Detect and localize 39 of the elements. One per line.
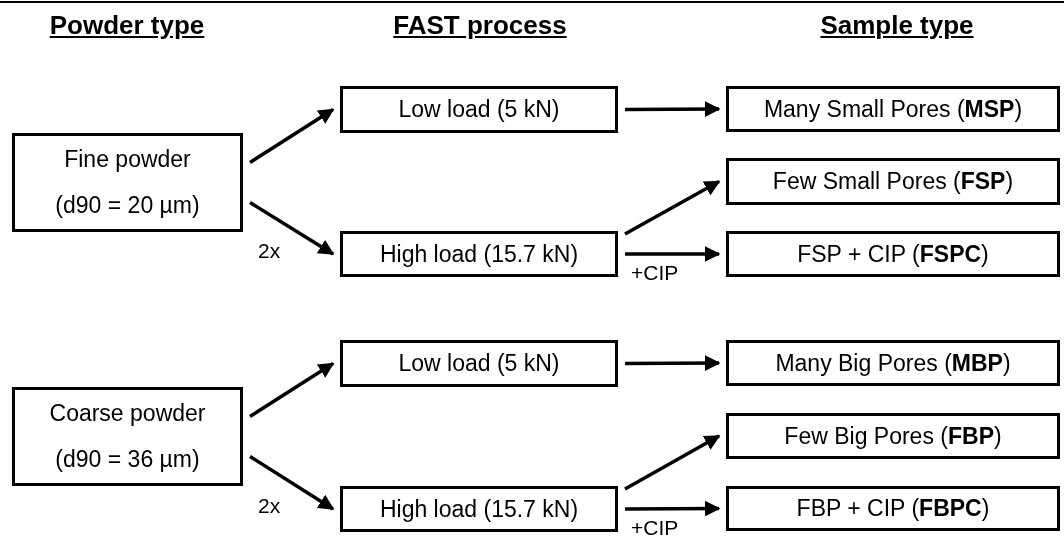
arrow <box>625 355 721 371</box>
process-box <box>340 340 618 387</box>
process-box <box>726 486 1060 531</box>
arrow <box>625 500 721 517</box>
node-text: Coarse powder <box>49 399 206 427</box>
powder-box <box>12 133 243 232</box>
arrow <box>249 201 335 256</box>
arrow <box>625 246 721 262</box>
node-text: Many Small Pores (MSP) <box>763 95 1023 123</box>
node-text: Many Big Pores (MBP) <box>775 349 1011 377</box>
process-box <box>726 413 1060 459</box>
arrow <box>624 434 721 491</box>
process-box <box>340 231 618 277</box>
node-text: High load (15.7 kN) <box>379 240 579 268</box>
node-text: Low load (5 kN) <box>398 96 560 123</box>
node-text: Few Small Pores (FSP) <box>772 168 1014 195</box>
node-text: Fine powder <box>64 145 191 173</box>
arrow <box>624 179 721 236</box>
node-text: (d90 = 20 µm) <box>55 192 200 220</box>
node-text: Few Big Pores (FBP) <box>784 422 1002 450</box>
column-heading: Powder type <box>49 10 205 41</box>
node-text: FSP + CIP (FSPC) <box>797 240 989 268</box>
arrow <box>249 108 335 164</box>
process-box <box>726 231 1060 277</box>
column-heading: FAST process <box>393 10 567 41</box>
powder-box <box>12 387 243 486</box>
node-text: (d90 = 36 µm) <box>55 446 200 474</box>
arrow <box>625 101 721 117</box>
node-text: High load (15.7 kN) <box>379 495 579 523</box>
node-text: FBP + CIP (FBPC) <box>796 495 990 522</box>
process-box <box>340 486 618 532</box>
process-box <box>726 86 1060 132</box>
node-text: Low load (5 kN) <box>398 350 560 377</box>
column-heading: Sample type <box>820 10 974 41</box>
process-box <box>726 158 1060 205</box>
arrow <box>249 455 335 511</box>
process-box <box>726 340 1060 386</box>
arrow <box>249 362 335 418</box>
process-box <box>340 86 618 133</box>
